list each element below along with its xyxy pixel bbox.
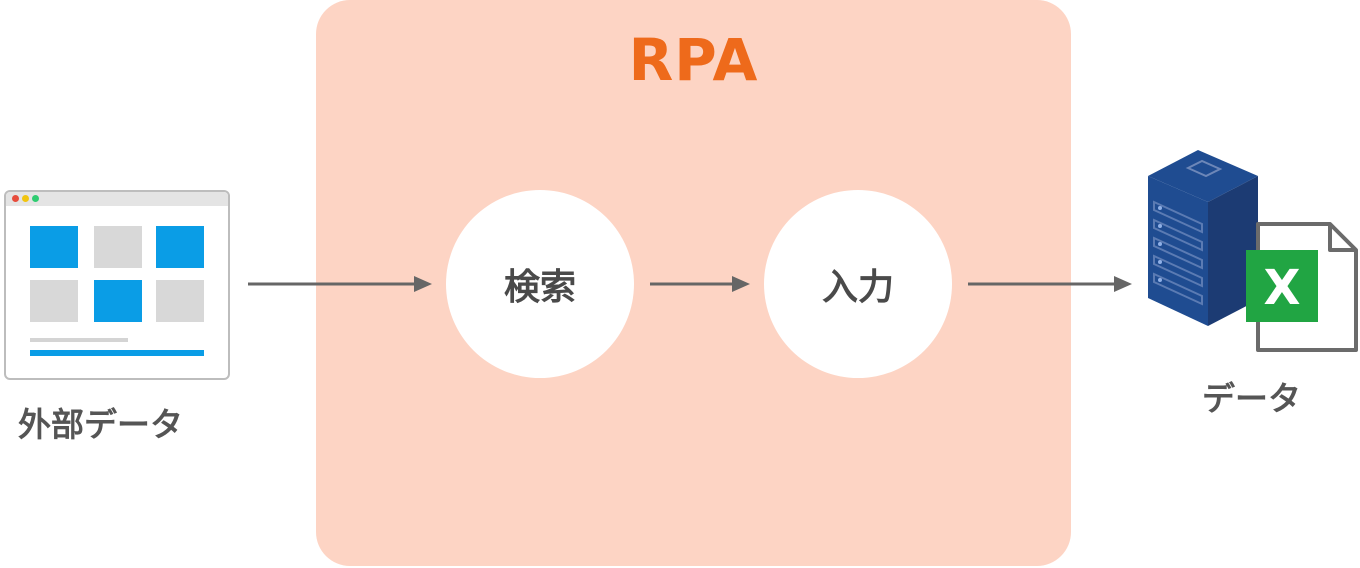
- browser-tile: [94, 280, 142, 322]
- step-search: 検索: [446, 190, 634, 378]
- browser-tile: [156, 226, 204, 268]
- browser-tile: [156, 280, 204, 322]
- browser-text-line: [30, 338, 128, 342]
- browser-tile: [30, 280, 78, 322]
- window-minimize-dot: [22, 195, 29, 202]
- arrow-search-to-input: [650, 276, 750, 292]
- server-icon: [1148, 150, 1258, 326]
- arrow-input-to-data: [968, 276, 1132, 292]
- destination-label: データ: [1202, 379, 1301, 418]
- excel-file-icon: X: [1246, 222, 1358, 352]
- rpa-title: RPA: [628, 26, 759, 94]
- browser-link-line: [30, 350, 204, 356]
- data-storage-icons: X: [1148, 150, 1358, 352]
- browser-title-bar: [6, 192, 228, 206]
- browser-tile: [30, 226, 78, 268]
- browser-window-icon: [4, 190, 230, 380]
- step-input: 入力: [764, 190, 952, 378]
- source-label: 外部データ: [18, 405, 183, 444]
- excel-letter: X: [1263, 260, 1300, 316]
- arrow-source-to-search: [248, 276, 432, 292]
- browser-tile: [94, 226, 142, 268]
- window-maximize-dot: [32, 195, 39, 202]
- window-close-dot: [12, 195, 19, 202]
